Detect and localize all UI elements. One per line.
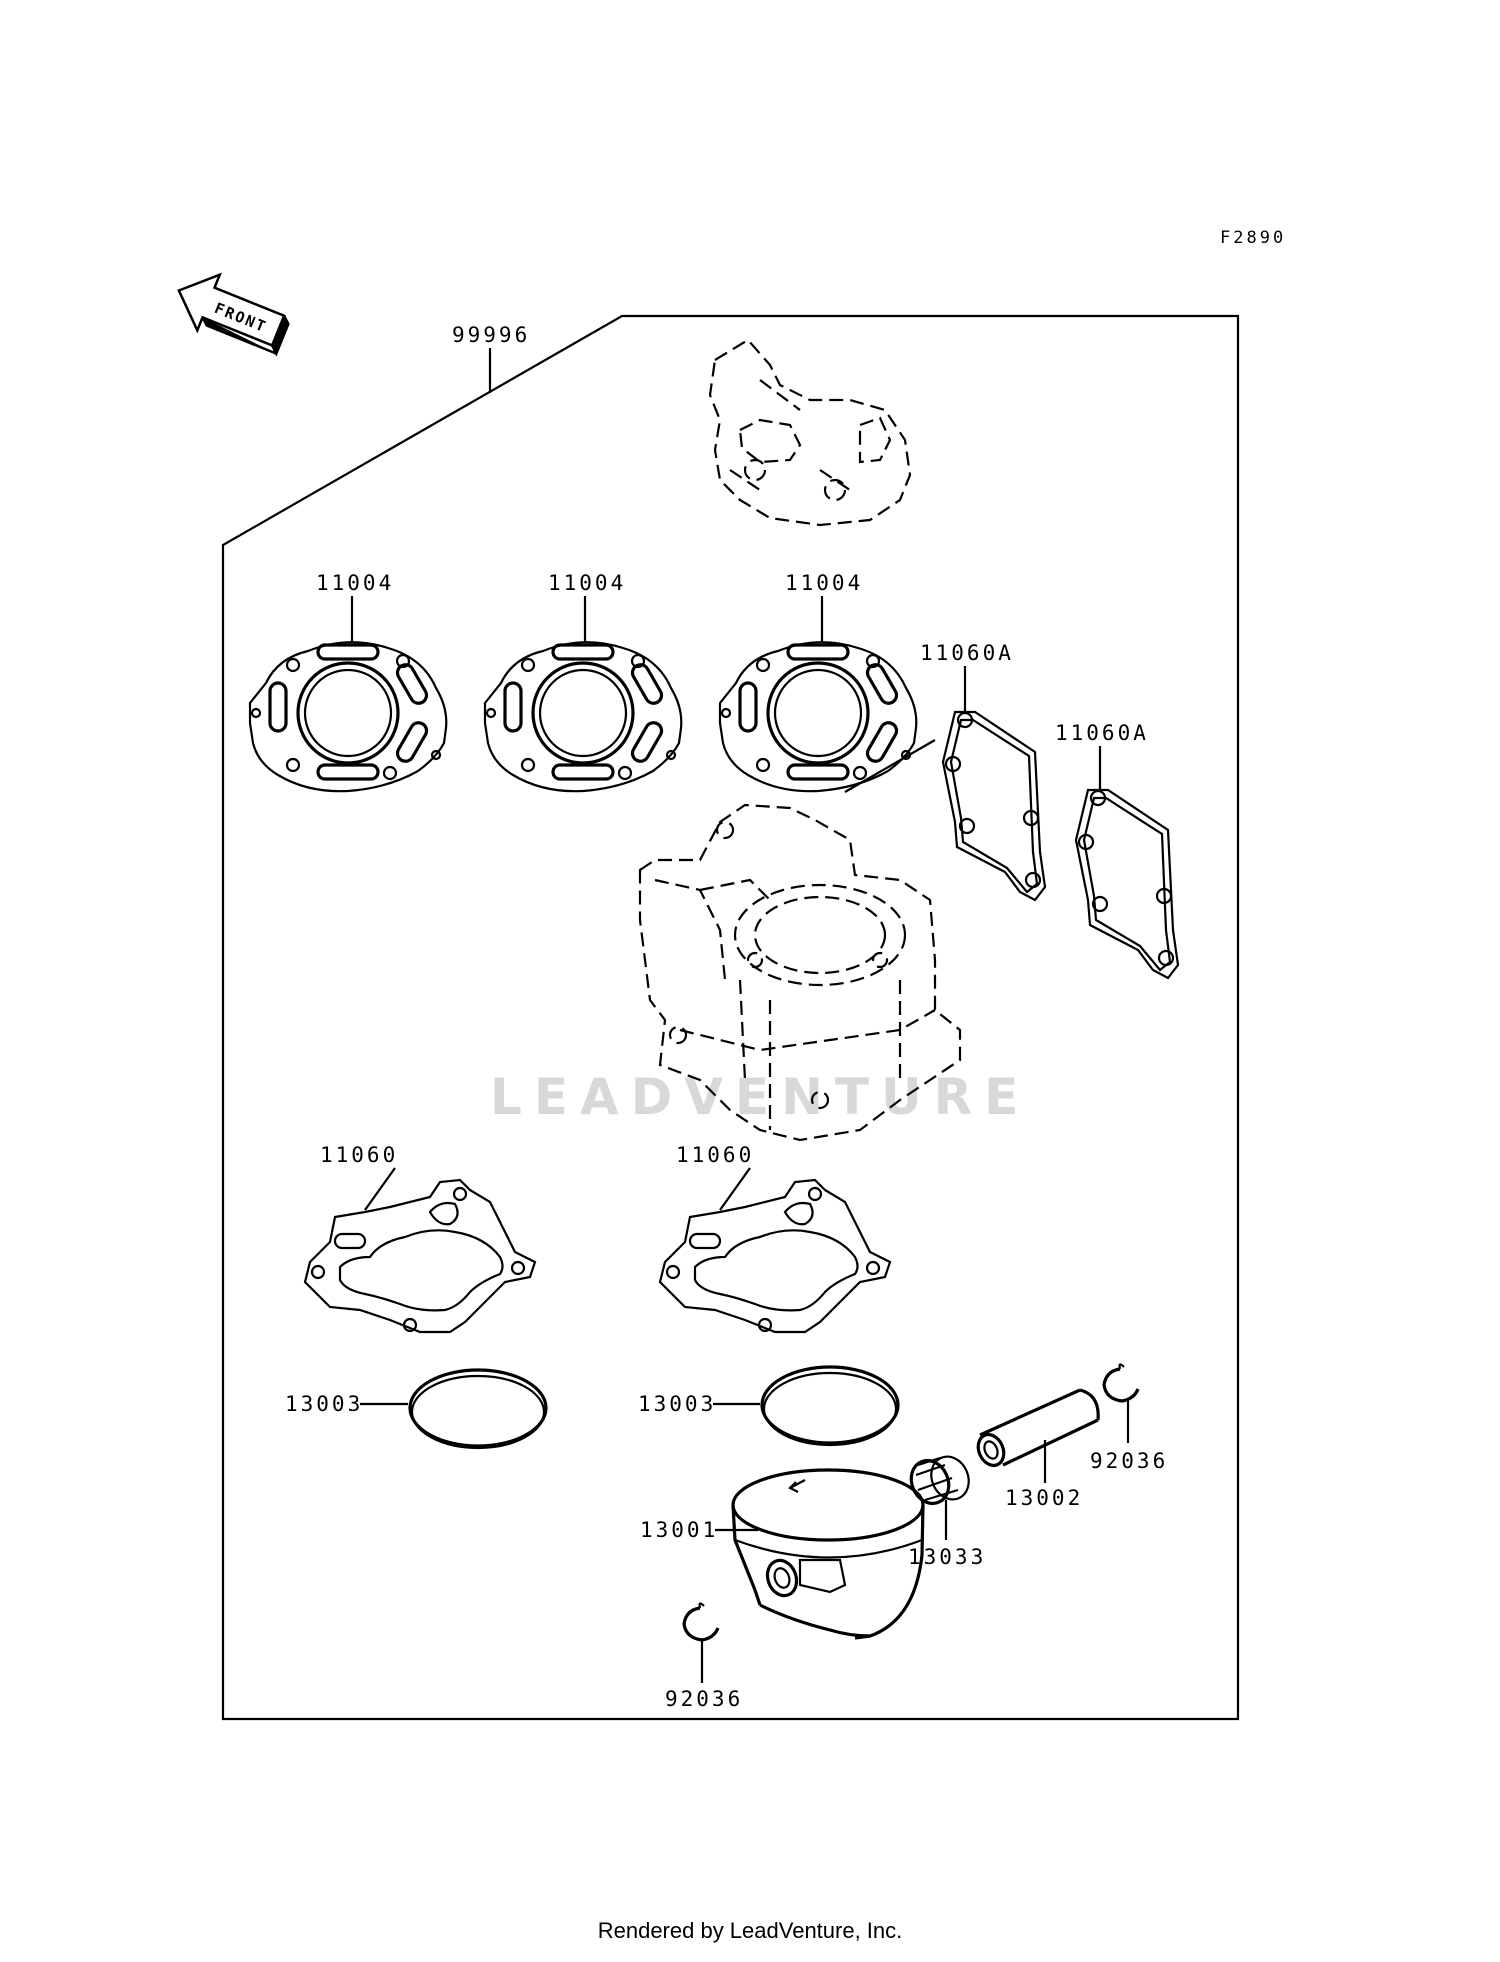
label-head-gasket-3: 11004 (785, 571, 863, 595)
label-head-gasket-1: 11004 (316, 571, 394, 595)
label-pin-clip-2: 92036 (665, 1687, 743, 1711)
label-pin-clip-1: 92036 (1090, 1449, 1168, 1473)
label-base-gasket-1: 11060 (320, 1143, 398, 1167)
label-piston-pin: 13002 (1005, 1486, 1083, 1510)
head-gasket-1 (248, 640, 448, 793)
piston-ring-2 (760, 1365, 900, 1447)
pin-clip-2 (682, 1601, 720, 1642)
figure-code: F2890 (1220, 228, 1286, 248)
label-exhaust-gasket-2: 11060A (1055, 721, 1149, 745)
exhaust-gasket-2 (1074, 788, 1180, 980)
watermark: LEADVENTURE (490, 1068, 1030, 1126)
base-gasket-2 (658, 1178, 892, 1334)
label-kit: 99996 (452, 323, 530, 347)
label-base-gasket-2: 11060 (676, 1143, 754, 1167)
label-head-gasket-2: 11004 (548, 571, 626, 595)
piston (731, 1468, 925, 1640)
kit-frame (221, 314, 1240, 1721)
head-gasket-2 (483, 640, 683, 793)
label-piston: 13001 (640, 1518, 718, 1542)
needle-bearing (909, 1455, 970, 1505)
footer-credit: Rendered by LeadVenture, Inc. (597, 1918, 903, 1943)
label-exhaust-gasket-1: 11060A (920, 641, 1014, 665)
piston-ring-1 (408, 1368, 548, 1450)
pin-clip-1 (1102, 1362, 1140, 1403)
piston-pin (976, 1388, 1100, 1468)
exhaust-gasket-1 (941, 710, 1047, 902)
cylinder (638, 803, 962, 1142)
base-gasket-1 (303, 1178, 537, 1334)
label-ring-2: 13003 (638, 1392, 716, 1416)
label-ring-1: 13003 (285, 1392, 363, 1416)
front-arrow-icon: FRONT (177, 272, 290, 357)
cylinder-head (708, 338, 912, 527)
